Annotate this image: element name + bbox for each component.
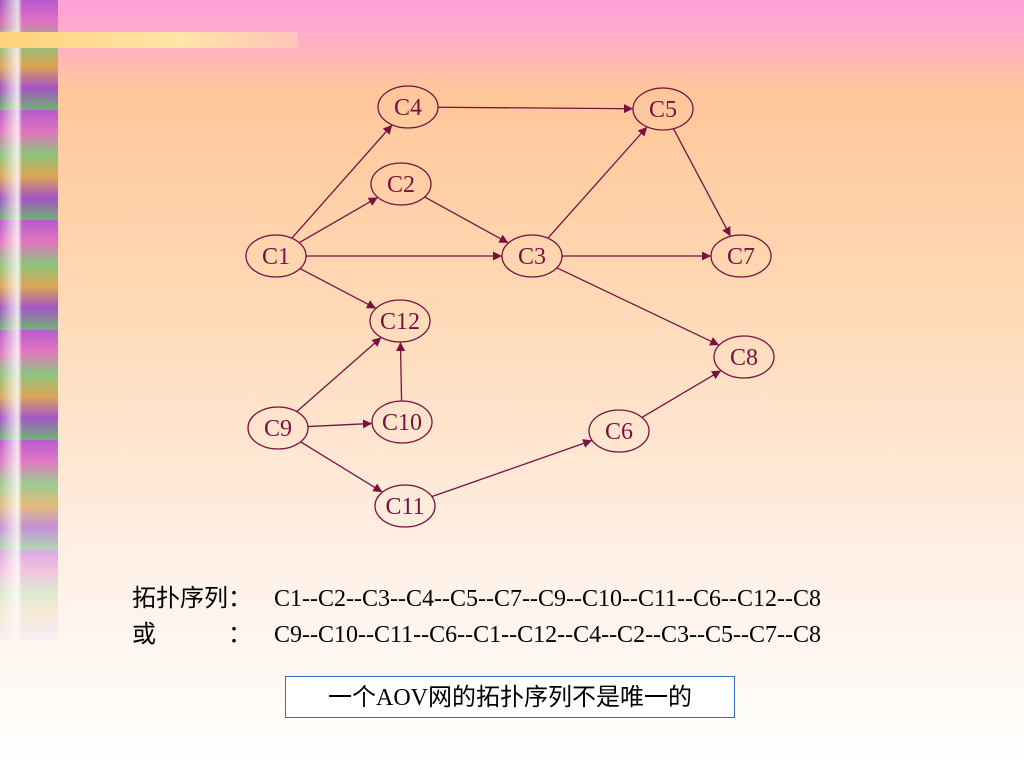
node-label: C12	[380, 309, 420, 335]
edge-c9-to-c12	[296, 336, 382, 413]
node-c2: C2	[370, 162, 432, 206]
sequence-1-prefix: 拓扑序列：	[132, 586, 252, 612]
node-label: C4	[394, 95, 422, 121]
edge-c3-to-c8	[556, 267, 720, 346]
edge-c3-to-c5	[547, 126, 648, 239]
edge-c9-to-c10	[307, 419, 373, 429]
node-ellipse	[371, 400, 433, 444]
node-c3: C3	[501, 234, 563, 278]
node-label: C2	[387, 172, 415, 198]
node-c7: C7	[710, 234, 772, 278]
edges-layer	[291, 104, 732, 498]
node-ellipse	[710, 234, 772, 278]
node-label: C8	[730, 345, 758, 371]
node-label: C6	[605, 419, 633, 445]
edge-c10-to-c12	[396, 341, 406, 402]
edge-c11-to-c6	[431, 439, 593, 498]
edge-c5-to-c7	[672, 128, 732, 237]
edge-c1-to-c12	[299, 268, 377, 309]
node-ellipse	[501, 234, 563, 278]
node-c11: C11	[374, 484, 436, 528]
node-label: C9	[264, 416, 292, 442]
edge-c6-to-c8	[641, 370, 722, 418]
node-ellipse	[247, 406, 309, 450]
node-ellipse	[369, 299, 431, 343]
edge-c2-to-c3	[424, 196, 509, 244]
edge-c9-to-c11	[300, 441, 383, 493]
node-ellipse	[245, 234, 307, 278]
node-c5: C5	[632, 87, 694, 131]
node-c12: C12	[369, 299, 431, 343]
note-box: 一个AOV网的拓扑序列不是唯一的	[285, 676, 735, 718]
sequence-1-text: C1--C2--C3--C4--C5--C7--C9--C10--C11--C6…	[274, 586, 822, 612]
edge-c1-to-c2	[298, 196, 379, 244]
sequence-2-prefix: 或 ：	[132, 622, 252, 648]
edge-c1-to-c4	[291, 124, 393, 239]
node-ellipse	[377, 85, 439, 129]
decorative-left-strip-fade	[0, 460, 58, 640]
edge-c4-to-c5	[437, 104, 634, 114]
topological-sequence-1: 拓扑序列： C1--C2--C3--C4--C5--C7--C9--C10--C1…	[132, 578, 821, 613]
node-c9: C9	[247, 406, 309, 450]
node-ellipse	[374, 484, 436, 528]
node-c8: C8	[713, 335, 775, 379]
node-ellipse	[370, 162, 432, 206]
sequence-2-text: C9--C10--C11--C6--C1--C12--C4--C2--C3--C…	[274, 622, 822, 648]
node-c1: C1	[245, 234, 307, 278]
node-ellipse	[713, 335, 775, 379]
node-label: C5	[649, 97, 677, 123]
topological-sequence-2: 或 ： C9--C10--C11--C6--C1--C12--C4--C2--C3…	[132, 614, 821, 649]
node-label: C7	[727, 244, 755, 270]
node-ellipse	[588, 409, 650, 453]
node-label: C3	[518, 244, 546, 270]
node-c6: C6	[588, 409, 650, 453]
node-c10: C10	[371, 400, 433, 444]
node-c4: C4	[377, 85, 439, 129]
decorative-top-bar	[0, 32, 298, 48]
node-label: C11	[385, 494, 424, 520]
node-label: C10	[382, 410, 422, 436]
node-ellipse	[632, 87, 694, 131]
node-label: C1	[262, 244, 290, 270]
